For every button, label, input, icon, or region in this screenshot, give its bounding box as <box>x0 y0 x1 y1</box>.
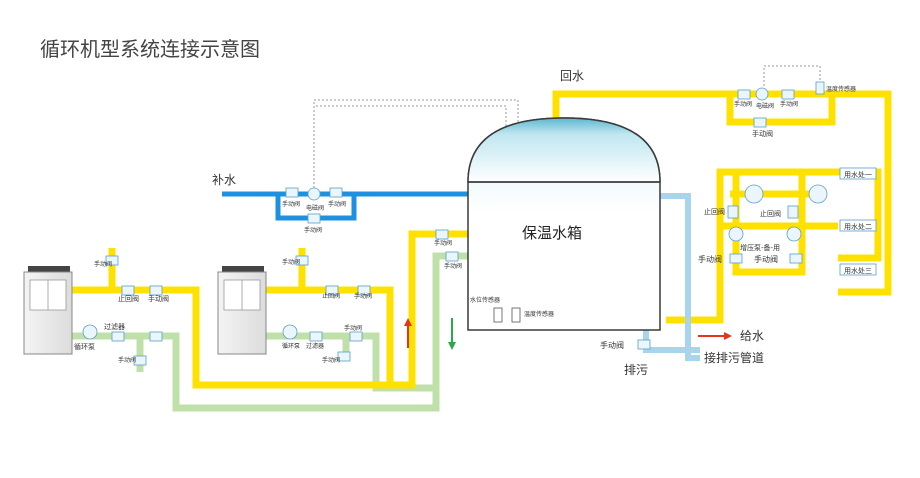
circ-pump-label: 循环泵 <box>74 342 95 351</box>
solenoid-valve-label: 电磁阀 <box>306 204 324 212</box>
check-valve-icon <box>727 205 739 219</box>
heat-pump-unit-2 <box>217 266 267 355</box>
manual-valve-label: 手动阀 <box>434 239 452 247</box>
tank-label: 保温水箱 <box>522 224 582 242</box>
manual-valve-icon <box>789 253 803 264</box>
temp-sensor-icon <box>511 307 521 323</box>
components <box>82 81 828 366</box>
filter-label: 过滤器 <box>104 322 125 331</box>
manual-valve-label: 手动阀 <box>698 254 722 264</box>
use-points: 用水处一 用水处二 用水处三 <box>839 167 877 276</box>
temp-sensor-label: 温度传感器 <box>826 85 856 93</box>
manual-valve-icon <box>295 255 309 266</box>
level-sensor-icon <box>493 307 503 323</box>
solenoid-valve-icon <box>755 87 769 101</box>
drain-pipes <box>643 193 700 361</box>
use-point-1: 用水处一 <box>844 170 872 179</box>
solenoid-valve-label: 电磁阀 <box>756 102 774 110</box>
temp-sensor-icon <box>815 81 825 95</box>
manual-valve-icon <box>729 253 743 264</box>
manual-valve-label: 手动阀 <box>282 200 300 208</box>
check-valve-icon <box>787 205 799 219</box>
use-point-2: 用水处二 <box>844 222 872 231</box>
level-sensor-label: 水位传感器 <box>470 296 500 304</box>
pressure-tank-icon <box>744 184 764 204</box>
manual-valve-label: 手动阀 <box>752 129 773 138</box>
manual-valve-icon <box>329 187 343 198</box>
manual-valve-icon <box>337 351 351 362</box>
manual-valve-icon <box>737 89 751 100</box>
manual-valve-label: 手动阀 <box>328 200 346 208</box>
check-valve-icon <box>121 285 135 296</box>
manual-valve-icon <box>445 251 459 262</box>
check-valve-label: 止回阀 <box>118 294 139 303</box>
manual-valve-label: 手动阀 <box>118 356 136 364</box>
manual-valve-label: 手动阀 <box>94 260 112 268</box>
manual-valve-icon <box>781 89 795 100</box>
flow-arrows <box>404 318 732 350</box>
manual-valve-icon <box>637 339 651 350</box>
manual-valve-label: 手动阀 <box>304 226 322 234</box>
manual-valve-label: 手动阀 <box>444 262 462 270</box>
manual-valve-icon <box>357 285 371 296</box>
filter-icon <box>309 331 323 342</box>
manual-valve-label: 手动阀 <box>754 254 778 264</box>
to-sewer-label: 接排污管道 <box>704 350 764 365</box>
circ-pump-label: 循环泵 <box>282 342 300 350</box>
manual-valve-icon <box>149 331 163 342</box>
manual-valve-icon <box>435 229 449 240</box>
pump-icon <box>728 226 744 242</box>
manual-valve-icon <box>149 285 163 296</box>
drain-label: 排污 <box>624 363 648 377</box>
manual-valve-icon <box>349 331 363 342</box>
booster-pump-label: 增压泵-备-用 <box>740 243 780 252</box>
manual-valve-label: 手动阀 <box>600 340 624 350</box>
check-valve-icon <box>325 285 339 296</box>
heat-pump-unit-1 <box>23 266 73 355</box>
check-valve-label: 止回阀 <box>704 207 725 216</box>
diagram-title: 循环机型系统连接示意图 <box>40 37 260 61</box>
pump-icon <box>282 324 298 340</box>
pressure-tank-icon <box>808 184 828 204</box>
manual-valve-label: 手动阀 <box>344 324 362 332</box>
makeup-water-label: 补水 <box>212 173 236 187</box>
manual-valve-icon <box>105 255 119 266</box>
pump-icon <box>786 226 802 242</box>
manual-valve-label: 手动阀 <box>734 100 752 108</box>
check-valve-label: 止回阀 <box>760 209 781 218</box>
labels: 回水 补水 给水 排污 接排污管道 手动阀 止回阀 手动阀 过滤器 循环泵 手动… <box>74 69 856 377</box>
solenoid-valve-icon <box>307 187 321 201</box>
supply-water-label: 给水 <box>740 329 764 343</box>
return-water-label: 回水 <box>560 69 584 83</box>
hot-pipes <box>66 90 892 389</box>
manual-valve-label: 手动阀 <box>780 100 798 108</box>
filter-label: 过滤器 <box>306 342 324 350</box>
manual-valve-label: 手动阀 <box>148 294 169 303</box>
manual-valve-label: 手动阀 <box>282 258 300 266</box>
use-point-3: 用水处三 <box>844 266 872 275</box>
manual-valve-label: 手动阀 <box>354 292 372 300</box>
insulated-tank: 保温水箱 水位传感器 温度传感器 <box>467 117 661 331</box>
manual-valve-icon <box>753 117 767 128</box>
manual-valve-icon <box>307 213 321 224</box>
check-valve-label: 止回阀 <box>322 292 340 300</box>
pump-icon <box>82 324 98 340</box>
manual-valve-label: 手动阀 <box>322 356 340 364</box>
temp-sensor-label: 温度传感器 <box>524 310 554 318</box>
manual-valve-icon <box>133 355 147 366</box>
manual-valve-icon <box>285 187 299 198</box>
filter-icon <box>111 331 125 342</box>
